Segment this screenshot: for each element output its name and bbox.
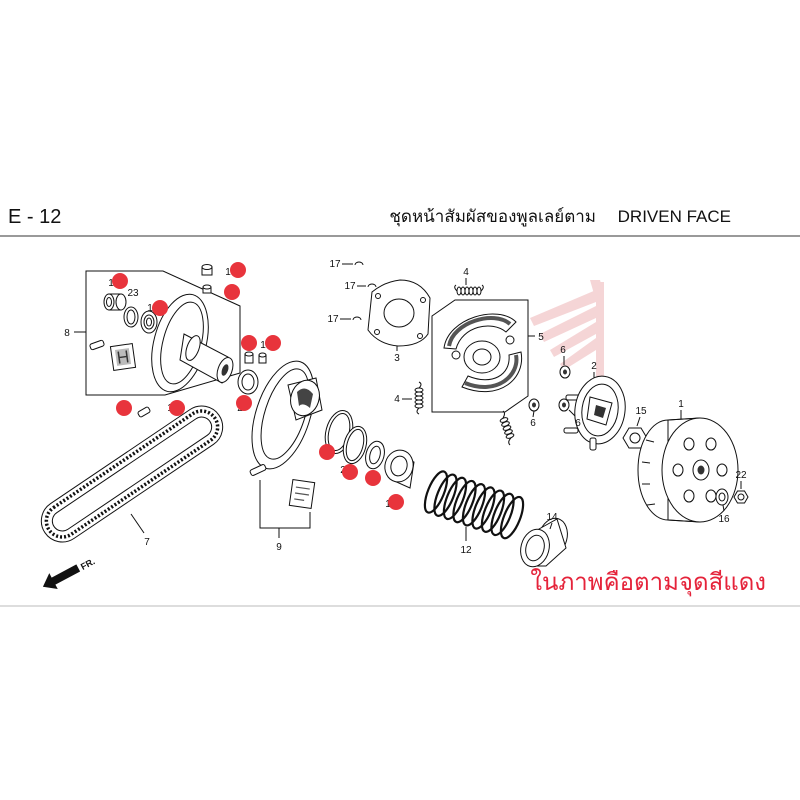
pin-a (244, 351, 254, 364)
red-marker (265, 335, 281, 351)
callout: 16 (718, 514, 730, 525)
callout: 2 (591, 361, 597, 372)
callout: 3 (394, 353, 400, 364)
callout: 6 (575, 418, 581, 429)
callout: 1 (385, 499, 391, 510)
clutch-plate-3 (367, 279, 431, 351)
callout: 23 (127, 288, 139, 299)
small-nut (202, 284, 212, 294)
callout: 6 (530, 418, 536, 429)
guide-pin (89, 339, 105, 351)
flange-bolt (201, 264, 213, 276)
callout: 1 (147, 303, 153, 314)
red-markers (112, 262, 404, 510)
drive-plate-2 (563, 372, 626, 451)
driven-face-spring-12 (423, 470, 525, 541)
needle-bearing (103, 293, 127, 311)
arrow-down-left-icon (42, 564, 81, 590)
red-marker (169, 400, 185, 416)
clip-17-c (340, 316, 362, 321)
clutch-shoe-assembly-5 (431, 299, 535, 413)
caution-label (109, 343, 137, 371)
small-pin (137, 406, 151, 418)
driven-face-assembly-8 (74, 270, 241, 396)
guide-roller-pin (249, 464, 267, 476)
callout: 17 (327, 314, 339, 325)
red-marker (224, 284, 240, 300)
callout: 22 (735, 470, 747, 481)
o-ring-b (342, 425, 368, 465)
pin-b (258, 352, 267, 364)
red-marker (116, 400, 132, 416)
red-marker (112, 273, 128, 289)
callout: 17 (329, 259, 341, 270)
movable-driven-face-assembly-9 (249, 360, 323, 538)
weight-roller-a (559, 356, 571, 379)
red-marker (230, 262, 246, 278)
callout: 7 (144, 537, 150, 548)
callout: 17 (344, 281, 356, 292)
movable-driven-face (251, 360, 323, 470)
title-english: DRIVEN FACE (618, 207, 731, 226)
red-marker (236, 395, 252, 411)
callout: 1 (260, 340, 266, 351)
red-dot-caption: ในภาพคือตามจุดสีแดง (530, 568, 766, 597)
shoe-spring-bottom (499, 410, 515, 446)
callout: 1 (108, 278, 114, 289)
seal (365, 440, 385, 470)
callout: 1 (225, 267, 231, 278)
direction-label: FR. (79, 556, 96, 572)
oil-seal (237, 369, 259, 395)
red-marker (319, 444, 335, 460)
weight-roller-c (558, 398, 577, 418)
weight-roller-b (528, 398, 540, 418)
callout-labels: 17 17 17 4 3 5 6 2 4 6 6 15 1 22 16 14 1… (64, 259, 747, 556)
shoe-spring-top (454, 278, 484, 296)
collar-14 (520, 517, 568, 568)
front-direction-indicator: FR. (42, 556, 97, 590)
callout: 8 (64, 328, 70, 339)
washer-16 (715, 488, 729, 512)
callout: 12 (460, 545, 472, 556)
callout: 6 (560, 345, 566, 356)
red-marker (152, 300, 168, 316)
shoe-spring-left (402, 381, 424, 415)
red-marker (388, 494, 404, 510)
drive-belt-7 (40, 405, 224, 543)
caution-label-9 (288, 479, 316, 509)
callout: 15 (635, 406, 647, 417)
callout: 14 (546, 512, 558, 523)
ball-bearing (140, 310, 158, 334)
red-marker (365, 470, 381, 486)
callout: 4 (463, 267, 469, 278)
callout: 4 (394, 394, 400, 405)
clip-17-a (342, 261, 364, 266)
red-marker (241, 335, 257, 351)
leader-7 (130, 513, 145, 534)
callout: 9 (276, 542, 282, 553)
title-thai: ชุดหน้าสัมผัสของพูลเลย์ตาม (389, 207, 596, 227)
spring-seat-collar (384, 449, 415, 489)
driven-face (151, 293, 234, 393)
callout: 5 (538, 332, 544, 343)
honda-wing-logo (530, 280, 604, 402)
lock-nut-15 (622, 416, 648, 449)
nut-22 (733, 481, 749, 504)
retaining-ring (123, 306, 139, 328)
callout: 1 (678, 399, 684, 410)
red-marker (342, 464, 358, 480)
section-code: E - 12 (8, 206, 61, 228)
clip-17-b (357, 283, 377, 288)
